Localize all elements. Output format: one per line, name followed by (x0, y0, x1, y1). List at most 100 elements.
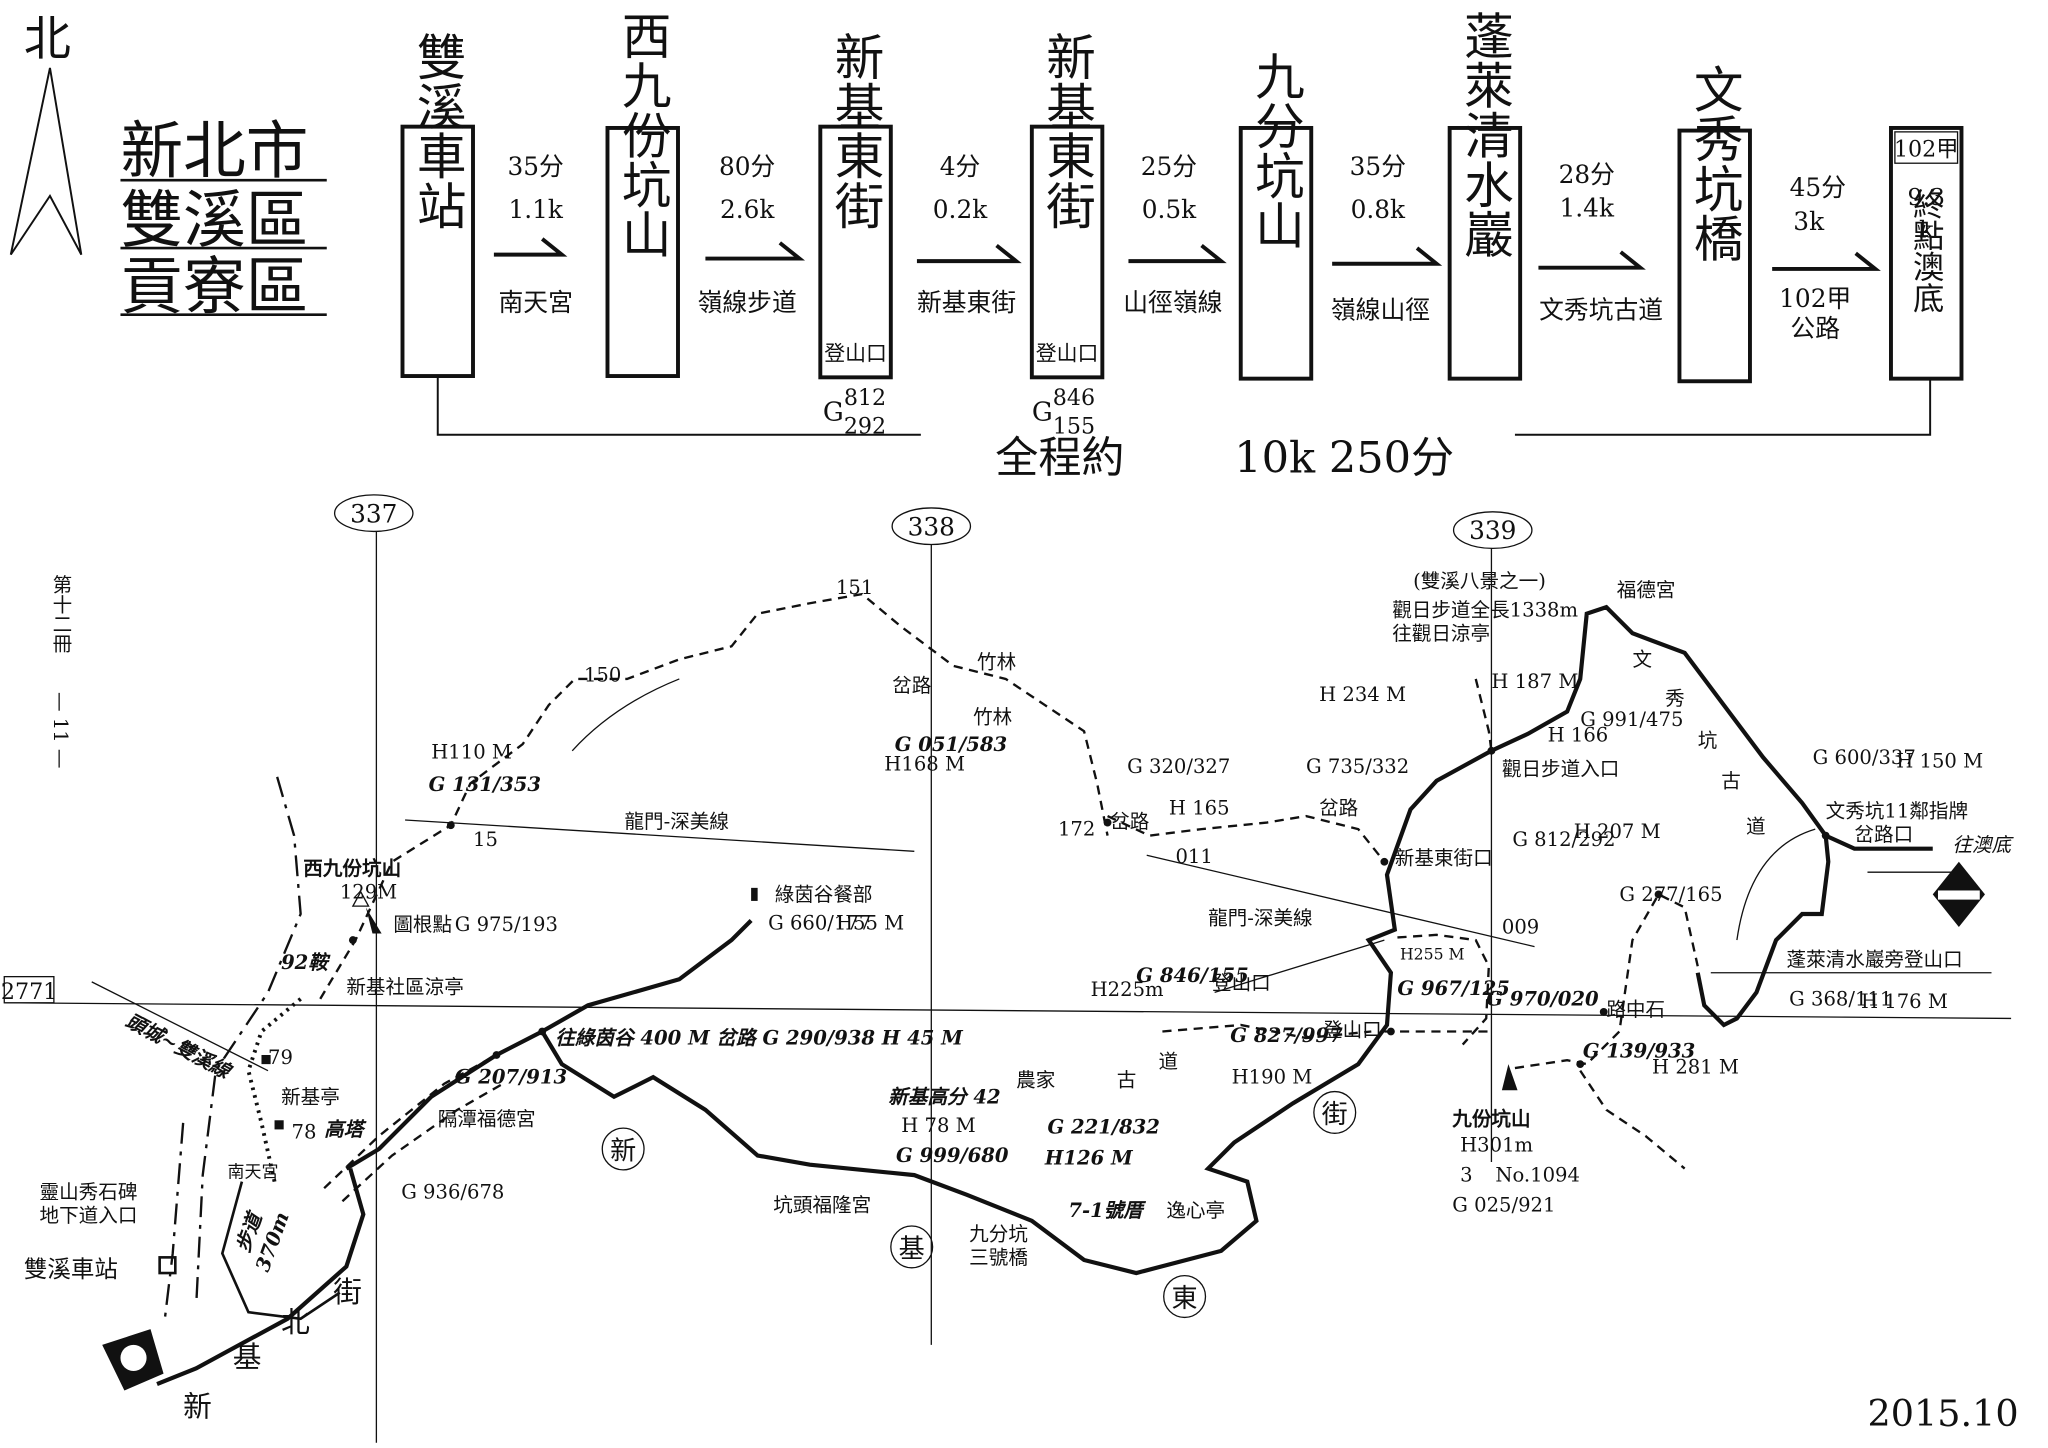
map-label: 街 (333, 1275, 362, 1309)
volume-note: 第十二冊 (49, 574, 72, 652)
map-label: (雙溪八景之一) (1413, 570, 1546, 593)
map-label: H 78 M (901, 1114, 975, 1137)
map-label: 往綠茵谷 400 M 岔路 G 290/938 H 45 M (555, 1027, 964, 1050)
route-summary: 雙溪車站 西九份坑山 新基東街 登山口 G 812 292 新基東街 登山口 G… (400, 10, 1964, 484)
map-label: H168 M (884, 752, 965, 775)
map-label: 雙溪區 (120, 184, 308, 257)
map-label: 終點澳底 (1908, 188, 1944, 314)
map-label: 古 (1721, 769, 1741, 792)
benchmark-triangle-icon (351, 890, 370, 907)
arrow-icon (1128, 243, 1227, 264)
map-label: 農家 (1016, 1068, 1055, 1091)
total-label: 全程約 (995, 434, 1124, 484)
route-stop: 西九份坑山 (605, 10, 680, 378)
map-label: 1.4k (1560, 194, 1615, 223)
map-label: 北 (24, 12, 71, 67)
map-label: 道 (1158, 1050, 1178, 1073)
map-label: 秀 (1665, 687, 1685, 710)
map-label: H225m (1091, 978, 1164, 1001)
map-label: 道 (1746, 815, 1766, 838)
map-label: 812 (844, 385, 886, 411)
north-arrow-icon: 北 (9, 12, 83, 256)
map-label: 文 (1632, 648, 1652, 671)
map-label: 92鞍 (281, 951, 331, 974)
map-label: 古 (1117, 1068, 1137, 1091)
route-leg: 25分 0.5k 山徑嶺線 (1123, 152, 1227, 317)
restaurant-icon (751, 887, 758, 901)
map-label: 102甲 (1779, 284, 1851, 313)
map-label: 岔路 (892, 674, 932, 697)
map-label: 846 (1053, 385, 1095, 411)
map-label: 35分 (507, 152, 563, 181)
trails (91, 592, 1992, 1386)
map-label: G 970/020 (1486, 987, 1599, 1010)
map-label: H126 M (1044, 1147, 1134, 1170)
map-label: 坑頭福隆宮 (773, 1194, 871, 1217)
map-label: 觀日步道全長1338m (1392, 598, 1578, 621)
map-label: G 735/332 (1306, 755, 1409, 778)
map-label: 嶺線山徑 (1331, 296, 1430, 325)
map-label: 東 (1172, 1284, 1198, 1314)
map-label: 150 (584, 664, 621, 687)
map-label: 102甲 (1894, 137, 1959, 163)
map-label: H 165 (1169, 797, 1230, 820)
map-label: H255 M (1400, 945, 1465, 964)
map-label: 基 (899, 1234, 925, 1264)
arrow-icon (705, 241, 806, 261)
map-label: H 176 M (1861, 990, 1948, 1013)
map-label: G 025/921 (1452, 1194, 1555, 1217)
map-label: 新基東街 (827, 31, 885, 229)
map-label: 0.2k (933, 195, 988, 224)
map-label: 25分 (1141, 152, 1197, 181)
map-label: 2771 (1, 979, 57, 1005)
map-label: 靈山秀石碑 (40, 1181, 138, 1204)
map-label: 172 (1058, 818, 1095, 841)
map-label: G 368/111 (1789, 987, 1892, 1010)
map-label: 79 (268, 1046, 293, 1069)
map-label: 登山口 (1212, 972, 1271, 995)
map-label: G 999/680 (896, 1144, 1009, 1167)
map-label: 九分坑 (969, 1222, 1028, 1245)
map-label: G 139/933 (1583, 1040, 1695, 1063)
map-label: 頭城~雙溪線 (122, 1009, 236, 1084)
map-label: H 166 (1548, 724, 1609, 747)
map-label: 往澳底 (1952, 833, 2014, 856)
map-label: 岔路 (1319, 797, 1359, 820)
map-label: 新基社區涼亭 (346, 976, 463, 999)
map-label: 3 (1460, 1164, 1472, 1187)
map-label: 新基高分 42 (888, 1085, 1000, 1108)
map-label: H110 M (431, 741, 512, 764)
map-label: 往觀日涼亭 (1392, 622, 1490, 645)
map-label: 雙溪車站 (409, 31, 467, 229)
map-label: H 281 M (1652, 1055, 1739, 1078)
map-label: 339 (1469, 516, 1516, 545)
route-leg: 45分 3k 102甲 公路 (1772, 173, 1881, 343)
route-stop: 九分坑山 (1238, 51, 1314, 381)
route-stop: 雙溪車站 (400, 31, 475, 378)
map-label: H 187 M (1491, 670, 1578, 693)
map-label: 九分坑山 (1247, 51, 1305, 249)
page-note: — 11 — (49, 692, 72, 769)
map-label: 隔潭福德宮 (438, 1107, 536, 1130)
map-label: G (1032, 397, 1053, 427)
map-label: 新基東街口 (1395, 846, 1493, 869)
map-label: 35分 (1350, 152, 1406, 181)
map-label: 9.3 (1908, 183, 1945, 211)
date-label: 2015.10 (1867, 1392, 2018, 1435)
map-label: 新基東街 (1038, 31, 1096, 229)
map-label: 0.8k (1351, 195, 1406, 224)
map-label: G (823, 397, 844, 427)
map-label: 4分 (940, 152, 981, 181)
map-label: 1.1k (508, 195, 563, 224)
map-label: 新基東街 (917, 288, 1016, 317)
map-label: G 936/678 (401, 1181, 504, 1204)
map-label: 竹林 (977, 651, 1016, 674)
map-label: 78 (292, 1121, 317, 1144)
map-label: G 975/193 (455, 913, 558, 936)
route-leg: 4分 0.2k 新基東街 (916, 152, 1022, 317)
arrow-icon (1538, 250, 1646, 270)
map-label: 28分 (1559, 160, 1615, 189)
map-label: 貢寮區 (120, 250, 308, 323)
map-label: 基 (233, 1340, 262, 1374)
